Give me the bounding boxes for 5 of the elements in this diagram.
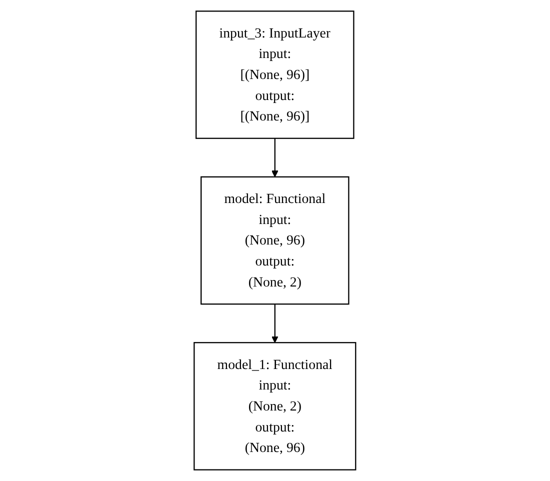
node-box: model: Functional input: (None, 96) output: (None, 2)	[200, 176, 350, 305]
node-box: model_1: Functional input: (None, 2) output: (None, 96)	[194, 342, 356, 470]
arrow	[272, 304, 278, 343]
arrow	[272, 138, 278, 178]
node-box: input_3: InputLayer input: [(None, 96)] output: [(None, 96)]	[196, 10, 354, 139]
